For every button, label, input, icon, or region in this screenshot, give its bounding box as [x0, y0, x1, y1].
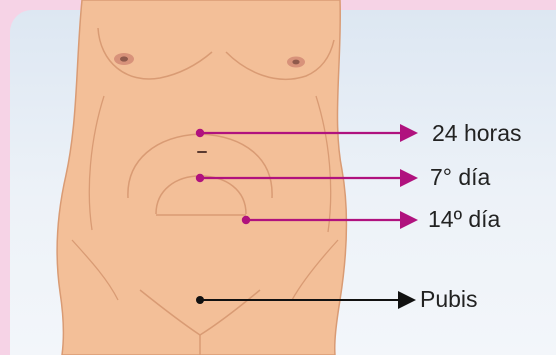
marker-7-dia-arrowhead: [400, 169, 418, 187]
marker-24-horas-arrowhead: [400, 124, 418, 142]
label-pubis: Pubis: [420, 288, 478, 311]
left-nipple-center: [120, 56, 128, 61]
right-nipple-center: [292, 60, 299, 65]
label-24-horas: 24 horas: [432, 122, 522, 145]
marker-14-dia-arrowhead: [400, 211, 418, 229]
label-14-dia: 14º día: [428, 208, 500, 231]
label-7-dia: 7° día: [430, 166, 490, 189]
marker-pubis-arrowhead: [398, 291, 416, 309]
